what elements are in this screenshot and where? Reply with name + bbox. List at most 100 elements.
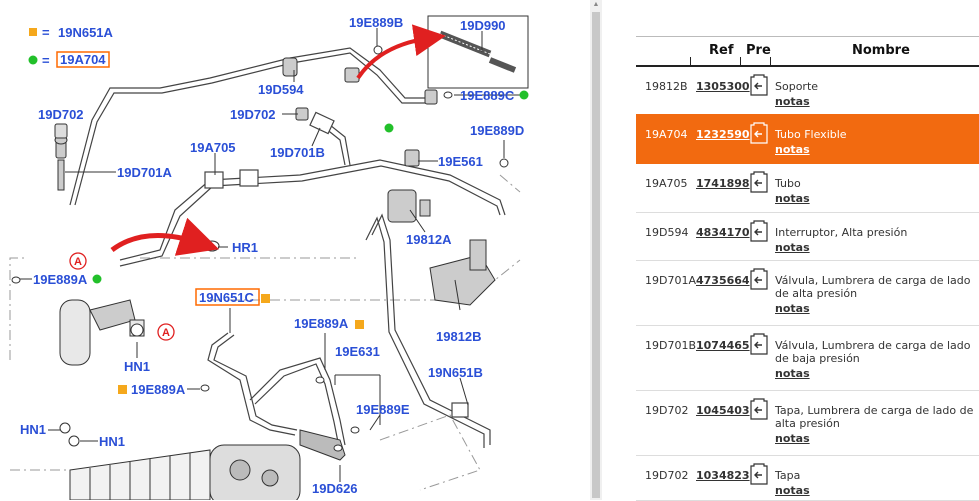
row-ref-link[interactable]: 1232590 <box>696 128 750 141</box>
row-name: Soporte notas <box>775 80 975 108</box>
red-arrow-upper <box>356 24 446 80</box>
callout-19812B[interactable]: 19812B <box>436 329 482 344</box>
callout-HN1-left[interactable]: HN1 <box>20 422 46 437</box>
pane-gap <box>602 0 622 500</box>
pre-select-arrow-icon[interactable] <box>748 74 770 96</box>
row-ref-link[interactable]: 4735664 <box>696 274 750 287</box>
pre-select-arrow-icon[interactable] <box>748 333 770 355</box>
row-code: 19D701A <box>645 274 696 287</box>
table-row[interactable]: 19D702 1034823 Tapa notas <box>636 455 979 501</box>
part-19812A <box>387 189 431 223</box>
callout-19D701A[interactable]: 19D701A <box>117 165 173 180</box>
callout-HN1-mid[interactable]: HN1 <box>124 359 150 374</box>
row-ref-link[interactable]: 1034823 <box>696 469 750 482</box>
callout-19N651B[interactable]: 19N651B <box>428 365 483 380</box>
row-name-text: Tubo <box>775 177 801 190</box>
row-name: Tapa, Lumbrera de carga de lado de alta … <box>775 404 975 445</box>
row-name-text: Tubo Flexible <box>775 128 847 141</box>
header-pre[interactable]: Pre <box>746 43 771 58</box>
row-notes-link[interactable]: notas <box>775 192 810 205</box>
callout-19E631[interactable]: 19E631 <box>335 344 380 359</box>
row-code: 19A705 <box>645 177 688 190</box>
row-name-text: Tapa, Lumbrera de carga de lado de alta … <box>775 404 974 430</box>
row-notes-link[interactable]: notas <box>775 143 810 156</box>
svg-text:=: = <box>42 25 50 40</box>
table-row[interactable]: 19A705 1741898 Tubo notas <box>636 163 979 213</box>
red-arrow-lower <box>110 217 220 256</box>
callout-19N651C[interactable]: 19N651C <box>199 290 255 305</box>
scroll-up-arrow-icon[interactable]: ▲ <box>592 1 600 8</box>
pre-select-arrow-icon[interactable] <box>748 220 770 242</box>
callout-19812A[interactable]: 19812A <box>406 232 452 247</box>
pre-select-arrow-icon[interactable] <box>748 463 770 485</box>
row-ref-link[interactable]: 1741898 <box>696 177 750 190</box>
callout-19D594[interactable]: 19D594 <box>258 82 304 97</box>
table-header: Ref Pre Nombre <box>636 36 979 67</box>
row-ref-link[interactable]: 4834170 <box>696 226 750 239</box>
callout-19D702-left[interactable]: 19D702 <box>38 107 84 122</box>
row-name-text: Soporte <box>775 80 819 93</box>
header-separator <box>740 57 741 65</box>
callout-HN1-right[interactable]: HN1 <box>99 434 125 449</box>
pre-select-arrow-icon[interactable] <box>748 398 770 420</box>
header-name[interactable]: Nombre <box>852 43 910 58</box>
row-name: Válvula, Lumbrera de carga de lado de al… <box>775 274 975 315</box>
pipe-19N651C <box>207 332 298 436</box>
callout-19E889C[interactable]: 19E889C <box>460 88 515 103</box>
pre-select-arrow-icon[interactable] <box>748 268 770 290</box>
row-notes-link[interactable]: notas <box>775 484 810 497</box>
callout-19E889B[interactable]: 19E889B <box>349 15 403 30</box>
row-notes-link[interactable]: notas <box>775 241 810 254</box>
table-row[interactable]: 19D701B 1074465 Válvula, Lumbrera de car… <box>636 325 979 391</box>
table-row[interactable]: 19A704 1232590 Tubo Flexible notas <box>636 114 979 164</box>
table-row[interactable]: 19D594 4834170 Interruptor, Alta presión… <box>636 212 979 261</box>
header-ref[interactable]: Ref <box>709 43 734 58</box>
table-row[interactable]: 19812B 1305300 Soporte notas <box>636 66 979 115</box>
part-compressor <box>209 444 301 500</box>
row-ref-link[interactable]: 1074465 <box>696 339 750 352</box>
callout-19E561[interactable]: 19E561 <box>438 154 483 169</box>
pipe-19N651B <box>365 213 491 448</box>
row-ref-link[interactable]: 1045403 <box>696 404 750 417</box>
pre-select-arrow-icon[interactable] <box>748 171 770 193</box>
row-notes-link[interactable]: notas <box>775 95 810 108</box>
row-code: 19812B <box>645 80 688 93</box>
row-notes-link[interactable]: notas <box>775 367 810 380</box>
pipe-19E631 <box>249 357 346 448</box>
diagram-markers <box>92 90 529 394</box>
row-notes-link[interactable]: notas <box>775 432 810 445</box>
callout-HR1[interactable]: HR1 <box>232 240 258 255</box>
pipe-19A705 <box>119 159 506 267</box>
callout-19D702-top[interactable]: 19D702 <box>230 107 276 122</box>
diagram-canvas: = = 19N651A 19A704 A A 19E889B 19D990 19… <box>9 15 529 500</box>
row-code: 19A704 <box>645 128 688 141</box>
part-19D702-left <box>54 123 68 139</box>
table-row[interactable]: 19D702 1045403 Tapa, Lumbrera de carga d… <box>636 390 979 456</box>
row-name-text: Válvula, Lumbrera de carga de lado de ba… <box>775 339 971 365</box>
callout-19E889A-bottom[interactable]: 19E889A <box>131 382 186 397</box>
row-name: Tubo notas <box>775 177 975 205</box>
callout-19D701B[interactable]: 19D701B <box>270 145 325 160</box>
callout-19E889A-mid[interactable]: 19E889A <box>294 316 349 331</box>
row-name-text: Válvula, Lumbrera de carga de lado de al… <box>775 274 971 300</box>
legend-highlight-box <box>56 51 110 68</box>
diagram-scrollbar[interactable]: ▲ <box>590 0 602 500</box>
header-separator <box>770 57 771 65</box>
row-ref-link[interactable]: 1305300 <box>696 80 750 93</box>
part-19812B <box>429 239 496 306</box>
table-row[interactable]: 19D701A 4735664 Válvula, Lumbrera de car… <box>636 260 979 326</box>
pre-select-arrow-icon[interactable] <box>748 122 770 144</box>
legend-orange-square <box>29 28 37 36</box>
callout-19D626[interactable]: 19D626 <box>312 481 358 496</box>
row-notes-link[interactable]: notas <box>775 302 810 315</box>
parts-diagram[interactable]: = = 19N651A 19A704 A A 19E889B 19D990 19… <box>0 0 590 500</box>
callout-19E889D[interactable]: 19E889D <box>470 123 524 138</box>
row-name: Tubo Flexible notas <box>775 128 975 156</box>
callout-19A705[interactable]: 19A705 <box>190 140 236 155</box>
callout-19E889A-left[interactable]: 19E889A <box>33 272 88 287</box>
callout-19D990[interactable]: 19D990 <box>460 18 506 33</box>
row-code: 19D594 <box>645 226 689 239</box>
scroll-thumb[interactable] <box>592 12 600 498</box>
callout-19E889E[interactable]: 19E889E <box>356 402 410 417</box>
legend-equals: = = <box>42 25 50 68</box>
